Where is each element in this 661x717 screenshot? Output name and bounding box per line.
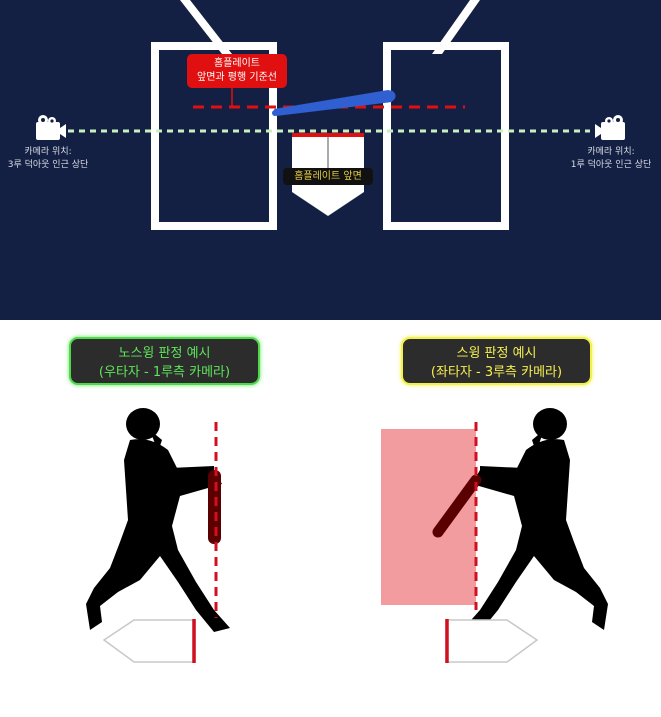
callout-line1: 홈플레이트 <box>214 58 260 69</box>
batter-silhouette-left <box>86 408 230 632</box>
home-plate-label: 홈플레이트 앞면 <box>283 168 373 185</box>
callout-line2: 앞면과 평행 기준선 <box>197 72 277 83</box>
camera-left-line2: 3루 덕아웃 인근 상단 <box>7 160 89 170</box>
diagram-graphics <box>36 0 625 230</box>
camera-right-line2: 1루 덕아웃 인근 상단 <box>570 160 652 170</box>
swing-title-line2: (좌타자 - 3루측 카메라) <box>430 365 563 380</box>
no-swing-title-line2: (우타자 - 1루측 카메라) <box>98 365 231 380</box>
swing-example-title: 스윙 판정 예시 (좌타자 - 3루측 카메라) <box>401 337 592 385</box>
bat <box>274 90 392 116</box>
camera-left-label: 카메라 위치: 3루 덕아웃 인근 상단 <box>6 146 90 172</box>
camera-right-label: 카메라 위치: 1루 덕아웃 인근 상단 <box>566 146 656 172</box>
swing-title-line1: 스윙 판정 예시 <box>456 346 537 361</box>
right-batter-box <box>383 42 509 230</box>
video-camera-icon <box>36 115 66 140</box>
swing-examples-graphics <box>86 408 608 663</box>
bat-right <box>432 474 482 538</box>
home-plate-left <box>102 619 196 663</box>
camera-left-line1: 카메라 위치: <box>24 147 72 157</box>
video-camera-icon <box>595 115 625 140</box>
swing-zone-highlight <box>381 429 476 605</box>
bat-left <box>208 470 221 544</box>
batter-box-diagram: 홈플레이트 앞면과 평행 기준선 홈플레이트 앞면 카메라 위치: 3루 덕아웃… <box>0 0 661 320</box>
camera-right-line1: 카메라 위치: <box>587 147 635 157</box>
batter-silhouette-right <box>464 408 608 632</box>
left-batter-box <box>151 42 277 230</box>
catcher-box-right-line <box>432 0 480 54</box>
no-swing-example-title: 노스윙 판정 예시 (우타자 - 1루측 카메라) <box>69 337 260 385</box>
catcher-box-left-line <box>180 0 232 54</box>
reference-line-callout: 홈플레이트 앞면과 평행 기준선 <box>187 54 287 88</box>
no-swing-title-line1: 노스윙 판정 예시 <box>118 346 211 361</box>
home-plate-right <box>445 619 539 663</box>
